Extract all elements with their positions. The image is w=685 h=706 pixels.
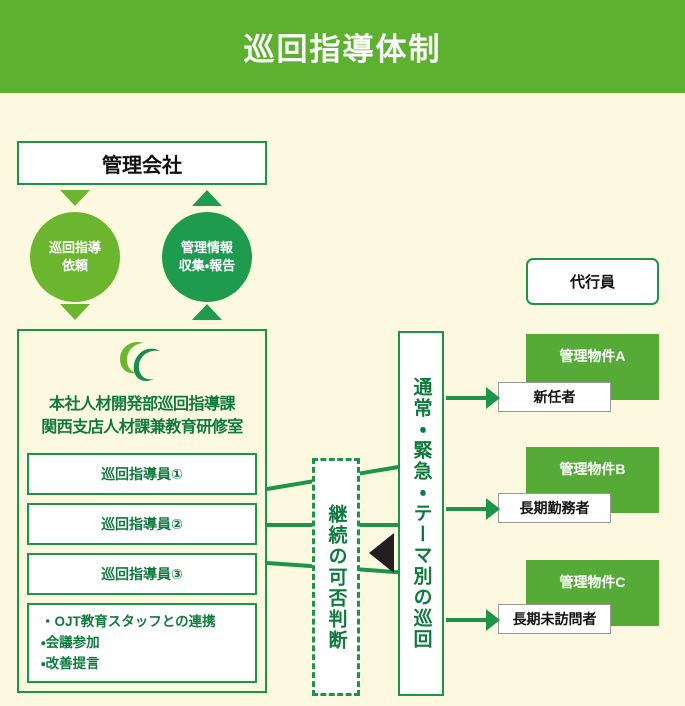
circle-report-line1: 管理情報	[180, 240, 233, 256]
arrow-shaft-a	[446, 396, 488, 400]
management-company-box: 管理会社	[17, 141, 267, 185]
arrow-down-icon-request-top	[60, 190, 90, 206]
duties-box: ・OJT教育スタッフとの連携 ・会議参加 ・改善提言	[27, 603, 257, 683]
organization-title: 本社人材開発部巡回指導課 関西支店人材課兼教育研修室	[19, 393, 265, 439]
arrow-right-icon-c	[446, 609, 500, 631]
arrow-shaft-c	[446, 618, 488, 622]
continuation-judgement-box: 継続の可否判断	[312, 458, 360, 696]
circle-request-line2: 依頼	[61, 258, 88, 273]
staff-box-3: 巡回指導員③	[27, 553, 257, 595]
patrol-types-box: 通常・緊急・テーマ別の巡回	[398, 331, 444, 696]
cc-logo-icon	[19, 337, 265, 392]
arrow-head-c	[486, 609, 500, 631]
circle-management-report: 管理情報 収集・報告	[162, 212, 252, 302]
circle-patrol-request: 巡回指導 依頼	[30, 212, 120, 302]
arrow-up-icon-report-bottom	[192, 304, 222, 320]
substitute-staff-box: 代行員	[526, 258, 659, 305]
continuation-judgement-label: 継続の可否判断	[325, 503, 347, 651]
duty-item-2: ・会議参加	[41, 634, 100, 650]
arrow-right-icon-a	[446, 387, 500, 409]
property-target-b: 長期勤務者	[498, 493, 611, 523]
duty-item-1: ・OJT教育スタッフとの連携	[41, 614, 216, 629]
arrow-shaft-b	[446, 507, 488, 511]
property-target-c: 長期未訪問者	[498, 604, 611, 634]
property-target-a: 新任者	[498, 382, 611, 412]
circle-report-line2: 収集・報告	[178, 258, 236, 273]
duty-item-3: ・改善提言	[41, 655, 100, 671]
left-triangle-icon	[369, 533, 394, 573]
header-bar	[0, 0, 685, 93]
staff-box-2: 巡回指導員②	[27, 503, 257, 545]
arrow-right-icon-b	[446, 498, 500, 520]
staff-box-1: 巡回指導員①	[27, 453, 257, 495]
organization-box: 本社人材開発部巡回指導課 関西支店人材課兼教育研修室 巡回指導員① 巡回指導員②…	[17, 329, 267, 693]
arrow-head-b	[486, 498, 500, 520]
arrow-down-icon-request-bottom	[60, 304, 90, 320]
organization-title-line2: 関西支店人材課兼教育研修室	[41, 419, 243, 437]
patrol-types-label: 通常・緊急・テーマ別の巡回	[410, 377, 432, 650]
arrow-up-icon-report-top	[192, 190, 222, 206]
arrow-head-a	[486, 387, 500, 409]
organization-title-line1: 本社人材開発部巡回指導課	[48, 396, 236, 413]
circle-request-line1: 巡回指導	[48, 240, 101, 256]
page-title: 巡回指導体制	[243, 32, 442, 67]
